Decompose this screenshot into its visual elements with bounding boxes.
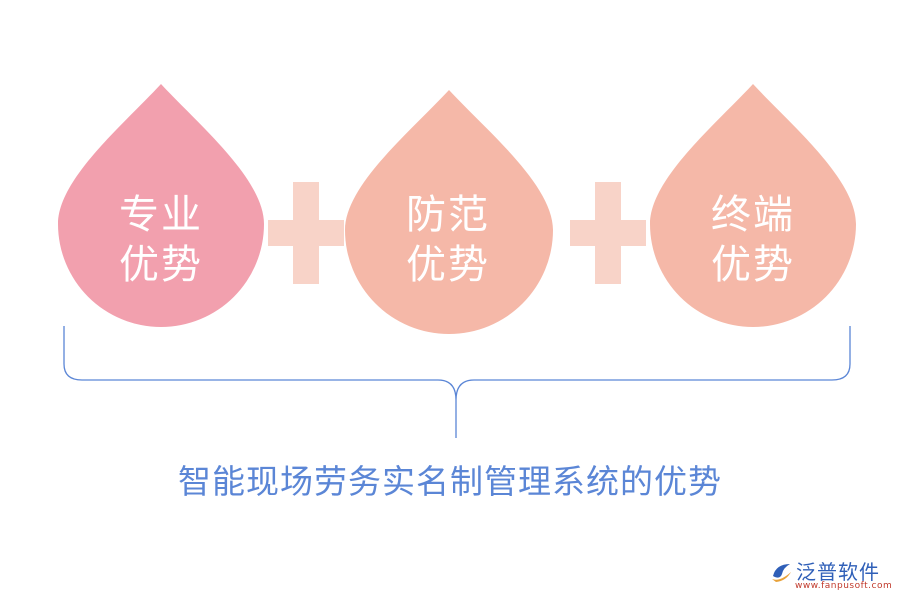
fanpu-logo-icon: [772, 564, 791, 582]
drop-label-2: 防范 优势: [378, 190, 518, 290]
drop-3-line2: 优势: [711, 242, 795, 288]
plus-sign-1: [268, 182, 344, 284]
drop-2-line1: 防范: [406, 192, 490, 238]
drop-label-3: 终端 优势: [683, 190, 823, 290]
brand-logo: 泛普软件 www.fanpusoft.com: [768, 556, 892, 596]
drop-3-line1: 终端: [711, 192, 795, 238]
logo-name: 泛普软件: [796, 560, 880, 584]
drop-shape-1: [58, 84, 264, 327]
drop-1-line1: 专业: [119, 192, 203, 238]
drop-shape-2: [345, 90, 553, 334]
drop-shape-3: [650, 84, 856, 327]
plus-sign-2: [570, 182, 646, 284]
curly-brace: [63, 326, 851, 438]
drop-2-line2: 优势: [406, 242, 490, 288]
drop-1-line2: 优势: [119, 242, 203, 288]
diagram-caption: 智能现场劳务实名制管理系统的优势: [178, 462, 722, 501]
drop-label-1: 专业 优势: [91, 190, 231, 290]
logo-url: www.fanpusoft.com: [795, 581, 893, 591]
